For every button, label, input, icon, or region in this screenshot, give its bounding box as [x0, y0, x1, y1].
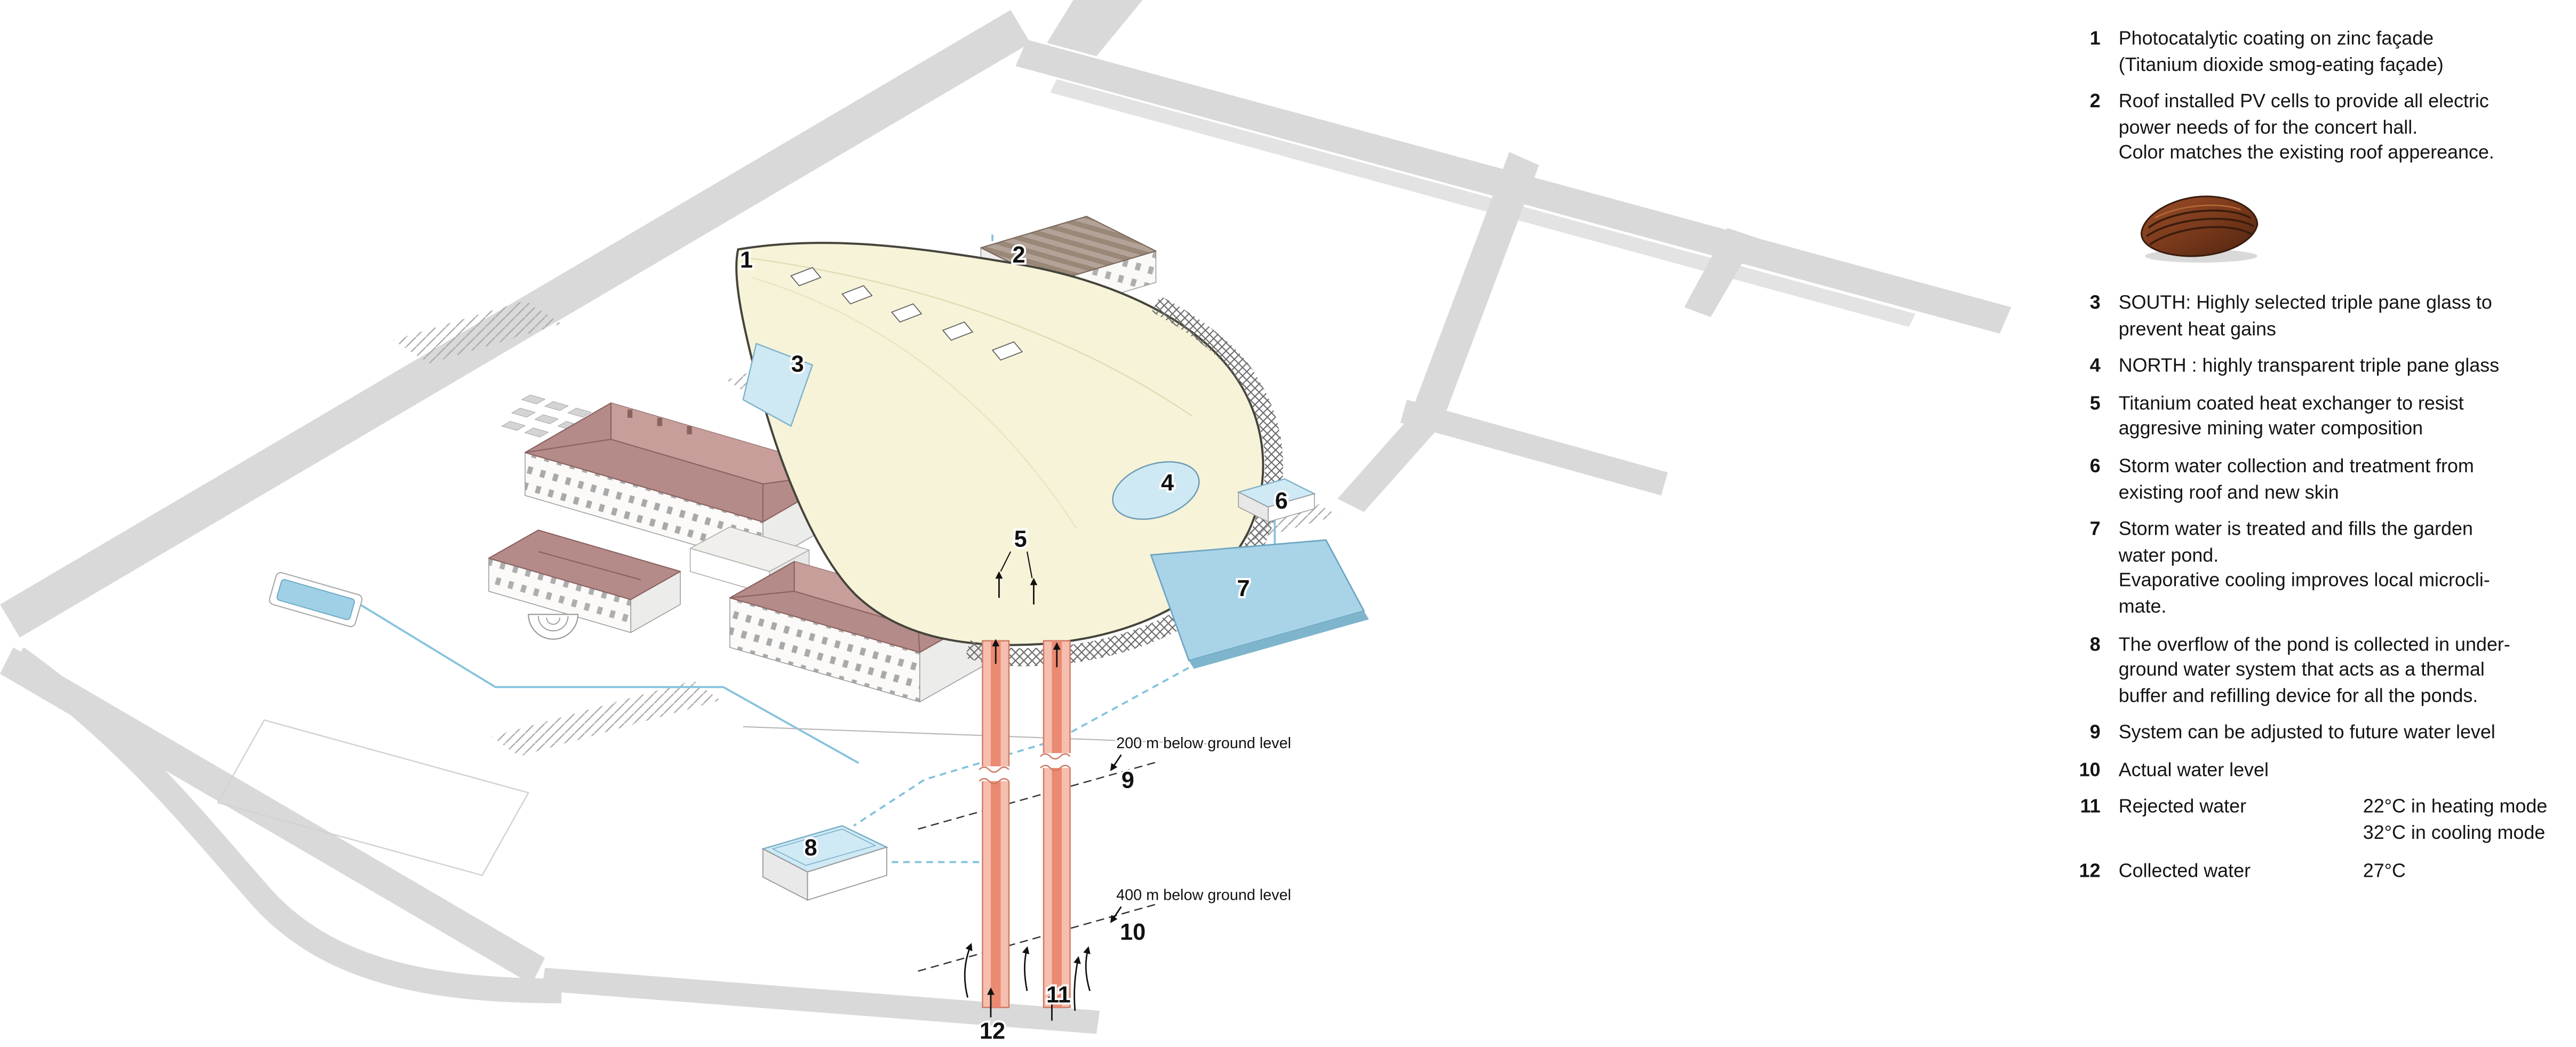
legend-item-3: 3 SOUTH: Highly selected triple pane gla… — [2074, 291, 2576, 343]
legend-item-text: Rejected water — [2118, 797, 2247, 819]
legend-item-10: 10 Actual water level — [2074, 758, 2576, 783]
legend-item-value: 27°C — [2363, 860, 2406, 882]
depth-400m-label: 400 m below ground level — [1116, 887, 1291, 904]
number-markers: 1 2 3 4 5 6 7 8 9 10 11 12 — [738, 240, 1290, 1046]
marker-12: 12 — [980, 1019, 1005, 1044]
existing-building-west-wing — [488, 529, 681, 633]
well-collected-water — [1039, 640, 1074, 1009]
depth-200m-label: 200 m below ground level — [1116, 735, 1291, 752]
legend-item-number: 1 — [2089, 28, 2101, 50]
well-rejected-water — [979, 640, 1013, 1009]
legend-item-number: 4 — [2089, 355, 2101, 377]
depth-400m-arrow — [1110, 906, 1122, 923]
marker-9: 9 — [1122, 767, 1134, 793]
legend-item-text: Roof installed PV cells to provide all e… — [2118, 91, 2494, 164]
legend-item-number: 8 — [2089, 633, 2101, 655]
marker-1: 1 — [740, 247, 753, 273]
legend-item-number: 12 — [2079, 860, 2101, 882]
legend-item-text: Titanium coated heat exchanger to resist… — [2118, 392, 2464, 440]
marker-2: 2 — [1012, 242, 1025, 268]
depth-dashed-lines — [918, 760, 1159, 972]
north-triple-glass — [1112, 461, 1200, 520]
storm-water-treatment-box — [1237, 478, 1316, 523]
legend-item-text: Collected water — [2118, 860, 2251, 882]
pv-roof-photo — [2128, 185, 2494, 265]
concert-hall — [735, 242, 1283, 667]
marker-8: 8 — [805, 835, 817, 861]
depth-annotations: 200 m below ground level 400 m below gro… — [1110, 733, 1293, 923]
heat-exchanger — [995, 551, 1038, 605]
legend-item-number: 3 — [2089, 292, 2101, 314]
legend-item-6: 6 Storm water collection and treatment f… — [2074, 454, 2576, 506]
legend-item-11: 11 Rejected water 22°C in heating mode 3… — [2074, 795, 2576, 847]
legend-item-7: 7 Storm water is treated and fills the g… — [2074, 517, 2576, 620]
garden-swimming-pool — [268, 572, 363, 628]
legend-item-8: 8 The overflow of the pond is collected … — [2074, 632, 2576, 709]
depth-line-400m — [918, 902, 1159, 972]
flow-arrows — [964, 639, 1091, 1021]
legend-item-1: 1 Photocatalytic coating on zinc façade … — [2074, 27, 2576, 78]
underground-buffer-tank — [761, 825, 889, 901]
legend-item-number: 10 — [2079, 759, 2101, 781]
legend-item-5: 5 Titanium coated heat exchanger to resi… — [2074, 391, 2576, 443]
legend-item-text: The overflow of the pond is collected in… — [2118, 633, 2510, 707]
legend-item-text: Actual water level — [2118, 759, 2269, 781]
geothermal-wells — [964, 639, 1091, 1021]
legend-item-text: SOUTH: Highly selected triple pane glass… — [2118, 292, 2492, 340]
legend-item-text: System can be adjusted to future water l… — [2118, 722, 2495, 744]
legend: 1 Photocatalytic coating on zinc façade … — [2074, 27, 2576, 896]
legend-item-number: 5 — [2089, 392, 2101, 415]
legend-item-number: 11 — [2080, 797, 2101, 819]
marker-6: 6 — [1275, 488, 1288, 514]
legend-item-number: 7 — [2089, 519, 2101, 541]
marker-5: 5 — [1014, 526, 1027, 552]
legend-item-4: 4 NORTH : highly transparent triple pane… — [2074, 354, 2576, 379]
marker-4: 4 — [1161, 470, 1174, 496]
legend-item-2: 2 Roof installed PV cells to provide all… — [2074, 90, 2576, 279]
legend-item-text: Storm water collection and treatment fro… — [2118, 455, 2474, 503]
marker-11: 11 — [1046, 982, 1071, 1008]
legend-item-number: 2 — [2089, 91, 2101, 113]
pond-network-line — [359, 604, 860, 764]
legend-item-12: 12 Collected water 27°C — [2074, 858, 2576, 884]
south-triple-glass — [742, 343, 814, 427]
roof-skylights — [790, 267, 1023, 361]
depth-200m-arrow — [1110, 754, 1122, 772]
legend-item-value: 22°C in heating mode 32°C in cooling mod… — [2363, 797, 2548, 844]
legend-item-text: Storm water is treated and fills the gar… — [2118, 519, 2490, 618]
marker-3: 3 — [791, 351, 804, 377]
pond-overflow-line — [853, 661, 1199, 827]
marker-10: 10 — [1120, 919, 1146, 945]
legend-item-number: 6 — [2089, 455, 2101, 478]
garden-water-pond — [1150, 539, 1369, 669]
entrance-rotunda — [528, 614, 579, 640]
legend-item-number: 9 — [2089, 722, 2101, 744]
depth-line-200m — [918, 760, 1159, 830]
marker-7: 7 — [1237, 576, 1250, 601]
legend-item-text: NORTH : highly transparent triple pane g… — [2118, 355, 2500, 377]
legend-item-text: Photocatalytic coating on zinc façade (T… — [2118, 28, 2444, 76]
legend-item-9: 9 System can be adjusted to future water… — [2074, 720, 2576, 746]
